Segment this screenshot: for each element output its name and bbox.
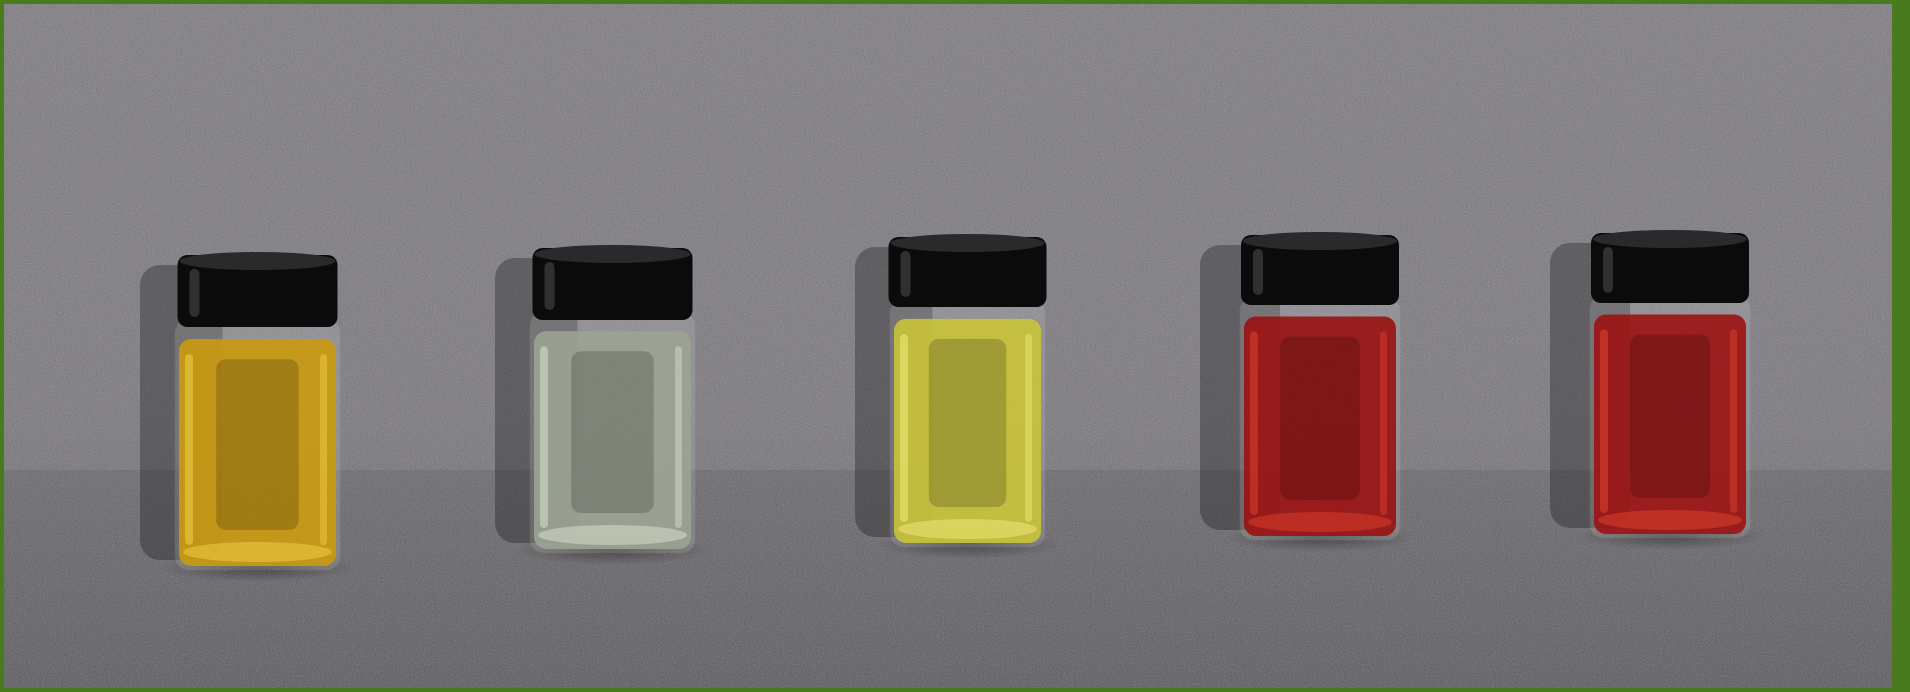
vial-bottom-glint bbox=[1248, 512, 1392, 532]
vial-bottom-glint bbox=[898, 519, 1037, 539]
vial bbox=[1550, 230, 1766, 550]
vial-highlight bbox=[540, 346, 548, 528]
vial bbox=[140, 252, 357, 582]
vial-cap-sheen bbox=[544, 262, 555, 310]
vial-highlight bbox=[320, 354, 327, 545]
vial-liquid bbox=[1244, 316, 1396, 536]
vial-bottom-glint bbox=[1598, 510, 1742, 530]
vial-liquid-core bbox=[1280, 336, 1360, 500]
vial-cap-top bbox=[1243, 232, 1397, 250]
vial-liquid bbox=[179, 339, 336, 566]
vial-highlight bbox=[675, 346, 682, 528]
vial-cap bbox=[1591, 233, 1749, 303]
vial-cap-top bbox=[534, 245, 691, 263]
vial bbox=[1200, 232, 1416, 552]
vial-highlight bbox=[1250, 331, 1258, 515]
vial-highlight bbox=[1380, 331, 1387, 515]
vial-cap bbox=[532, 248, 693, 320]
vial-liquid bbox=[534, 331, 691, 549]
vial-cap-sheen bbox=[900, 251, 911, 297]
vial-row bbox=[140, 230, 1766, 582]
vial-cap-top bbox=[1593, 230, 1747, 248]
vial bbox=[495, 245, 712, 565]
vial-cap-top bbox=[890, 234, 1045, 252]
vial-liquid bbox=[1594, 314, 1746, 534]
vial-cap bbox=[177, 255, 338, 327]
vial-highlight bbox=[900, 333, 908, 522]
vial-cap-sheen bbox=[1253, 249, 1263, 295]
vial-highlight bbox=[1730, 329, 1737, 513]
vial-liquid-core bbox=[1630, 334, 1710, 498]
vial-liquid-core bbox=[216, 359, 299, 530]
vial bbox=[855, 234, 1061, 559]
vial-bottom-glint bbox=[183, 542, 332, 562]
vial-bottom-glint bbox=[538, 525, 687, 545]
vial-cap-sheen bbox=[1603, 247, 1613, 293]
vial-cap-top bbox=[179, 252, 336, 270]
vial-highlight bbox=[185, 354, 193, 545]
vial-cap bbox=[888, 237, 1047, 307]
vial-liquid-core bbox=[571, 351, 654, 513]
vial-cap bbox=[1241, 235, 1399, 305]
vial-cap-sheen bbox=[189, 269, 200, 317]
vial-highlight bbox=[1025, 333, 1032, 522]
vial-liquid-core bbox=[928, 338, 1007, 507]
vial-highlight bbox=[1600, 329, 1608, 513]
vial-liquid bbox=[894, 318, 1041, 543]
